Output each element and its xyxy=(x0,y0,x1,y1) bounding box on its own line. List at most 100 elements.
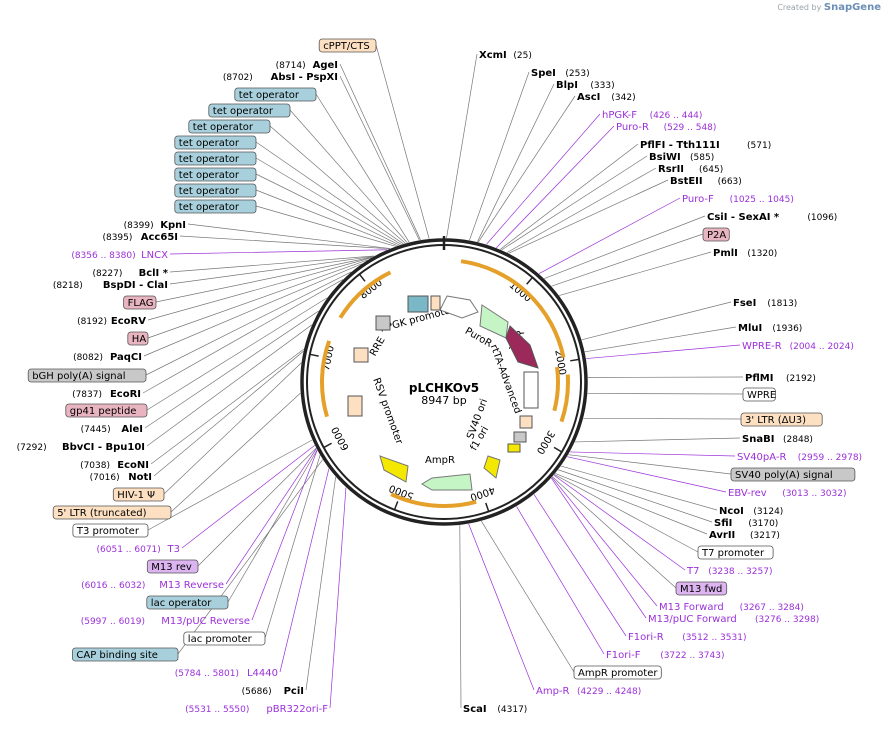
snapgene-logo: SnapGene xyxy=(823,2,881,13)
leader-line xyxy=(469,71,530,241)
leader-line xyxy=(147,259,368,339)
plasmid-name: pLCHKOv5 xyxy=(409,381,479,395)
label-wpre-r-position: (2004 .. 2024) xyxy=(790,342,854,352)
arc-ltr3 xyxy=(559,374,570,423)
label-pbr322ori-f: pBR322ori-F xyxy=(266,704,328,715)
leader-line xyxy=(264,455,321,639)
leader-line xyxy=(187,223,390,249)
label-t7-promoter-box xyxy=(697,545,774,560)
leader-line xyxy=(279,468,330,673)
leader-line xyxy=(538,197,681,275)
leader-line xyxy=(181,445,315,549)
ring-tick xyxy=(526,276,534,285)
label-xcmi: XcmI xyxy=(479,50,507,61)
label-m13-rev-box xyxy=(146,559,199,574)
label-blpi: BlpI xyxy=(556,80,578,91)
label-tet-operator-9: tet operator xyxy=(179,186,240,197)
leader-line xyxy=(468,523,535,691)
label-t3-position: (6051 .. 6071) xyxy=(97,545,161,555)
arc-wpre xyxy=(552,366,560,412)
label-bsteii-position: (663) xyxy=(718,177,742,187)
label-sv40-poly-a-signal-box xyxy=(730,467,856,482)
label-lac-operator-33-box xyxy=(146,595,229,610)
label-pflmi: PflMI xyxy=(745,373,773,384)
label-ha-box xyxy=(127,331,149,346)
label-rsrii-position: (645) xyxy=(699,165,723,175)
label-ecorv-position: (8192) xyxy=(77,317,107,327)
leader-line xyxy=(583,417,742,420)
leader-line xyxy=(552,476,677,589)
feature-label-ampr: AmpR xyxy=(425,455,455,466)
label-tet-operator-8-box xyxy=(174,167,257,182)
label-puro-f: Puro-F xyxy=(682,194,714,205)
label-hpgk-f: hPGK-F xyxy=(602,110,637,121)
label-amp-r-position: (4229 .. 4248) xyxy=(577,687,641,697)
label-sv40-poly-a-signal: SV40 poly(A) signal xyxy=(735,470,833,481)
label-puro-r-position: (529 .. 548) xyxy=(664,123,717,133)
leader-line xyxy=(581,301,732,341)
label-m13-fwd-box xyxy=(675,581,728,596)
feature-label-rsv-promoter: RSV promoter xyxy=(370,377,404,447)
arc-ltr5 xyxy=(320,340,332,418)
label-spei: SpeI xyxy=(531,68,556,79)
label-asci-position: (342) xyxy=(611,93,635,103)
label-wpre-r: WPRE-R xyxy=(742,341,782,352)
label-hpgk-f-position: (426 .. 444) xyxy=(650,111,703,121)
leader-line xyxy=(155,256,373,303)
label-cap-binding-site-36-box xyxy=(72,647,179,662)
label-l4440: L4440 xyxy=(247,668,278,679)
ampr-arrow xyxy=(421,473,473,491)
leader-line xyxy=(499,143,639,250)
leader-line xyxy=(551,477,647,619)
leader-line xyxy=(255,141,404,245)
label-amp-r: Amp-R xyxy=(536,686,570,697)
label-bbvci-bpu10i: BbvCI - Bpu10I xyxy=(62,442,145,453)
label-bcli-position: (8227) xyxy=(92,269,122,279)
label-tet-operator-4-box xyxy=(208,103,291,118)
label-csii-sexai-position: (1096) xyxy=(807,213,837,223)
label-m13-puc-forward: M13/pUC Forward xyxy=(648,614,737,625)
label-xcmi-position: (25) xyxy=(513,51,531,61)
hiv-psi-block xyxy=(347,395,363,417)
label-5-ltr-truncated-box xyxy=(52,505,172,520)
label-ampr-promoter: AmpR promoter xyxy=(578,668,658,679)
label-tet-operator-10: tet operator xyxy=(179,202,240,213)
label-agei: AgeI xyxy=(313,60,338,71)
leader-line xyxy=(486,113,601,245)
label-p2a: P2A xyxy=(707,230,726,241)
label-bcli: BclI * xyxy=(139,268,169,279)
label-tet-operator-6-box xyxy=(174,135,257,150)
label-lncx-position: (8356 .. 8380) xyxy=(71,251,135,261)
label-pcii: PciI xyxy=(284,686,304,697)
label-f1ori-r: F1ori-R xyxy=(628,632,664,643)
sv40-ori-block xyxy=(507,443,521,453)
label-m13-forward: M13 Forward xyxy=(659,602,724,613)
label-bsteii: BstEII xyxy=(670,176,703,187)
leader-line xyxy=(506,167,657,253)
label-m13-forward-position: (3267 .. 3284) xyxy=(740,603,804,613)
leader-line xyxy=(554,474,699,553)
label-t3-promoter: T3 promoter xyxy=(76,526,140,537)
label-pflmi-position: (2192) xyxy=(786,374,816,384)
leader-line xyxy=(551,233,704,287)
label-absi-pspxi-position: (8702) xyxy=(223,73,253,83)
label-ecori: EcoRI xyxy=(110,389,141,400)
label-tet-operator-7-box xyxy=(174,151,257,166)
label-tet-operator-10-box xyxy=(174,199,257,214)
cppt-block xyxy=(430,295,441,311)
label-f1ori-f-position: (3722 .. 3743) xyxy=(660,651,724,661)
leader-line xyxy=(255,205,396,247)
leader-line xyxy=(516,506,605,655)
label-avrii-position: (3217) xyxy=(750,531,780,541)
feature-arcs xyxy=(320,259,570,508)
label-sfii: SfiI xyxy=(714,518,732,529)
label-t3: T3 xyxy=(167,544,180,555)
label-pcii-position: (5686) xyxy=(242,687,272,697)
label-csii-sexai: CsiI - SexAI * xyxy=(707,212,780,223)
rre-block xyxy=(375,315,391,331)
label-spei-position: (253) xyxy=(565,69,589,79)
ltr-block xyxy=(353,347,369,363)
snapgene-watermark: Created by SnapGene xyxy=(777,2,881,13)
label-bgh-poly-a-signal-box xyxy=(27,368,147,383)
